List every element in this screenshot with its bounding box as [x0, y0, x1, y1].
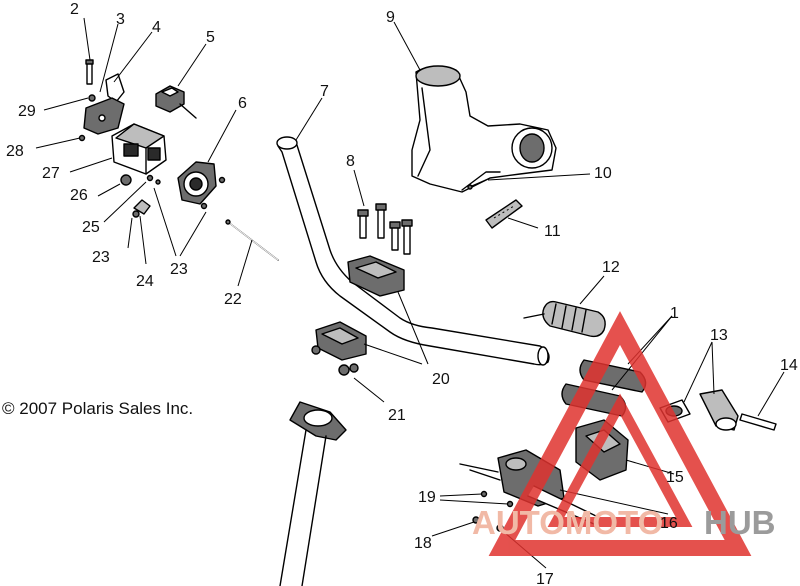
callout-7: 7 [320, 83, 329, 100]
part-21-nut-a [311, 345, 321, 355]
callout-1: 1 [670, 305, 679, 322]
callout-14: 14 [780, 357, 798, 374]
part-23-screw-c [218, 176, 226, 184]
callout-23a: 23 [92, 249, 110, 266]
part-23-screw-a [132, 210, 140, 218]
callout-13: 13 [710, 327, 728, 344]
part-10-screw [467, 179, 487, 190]
part-24-cap [133, 199, 151, 215]
callout-29: 29 [18, 103, 36, 120]
part-28-screw [78, 134, 86, 142]
callout-11: 11 [544, 223, 561, 240]
callout-21: 21 [388, 407, 406, 424]
callout-9: 9 [386, 9, 395, 26]
part-27-housing [111, 123, 167, 175]
part-8-bolts [357, 203, 413, 255]
callout-4: 4 [152, 19, 161, 36]
callout-2: 2 [70, 1, 79, 18]
part-18-screw [472, 516, 480, 524]
part-21-nut-b [338, 364, 350, 376]
callout-17: 17 [536, 571, 554, 586]
part-26-nut [120, 174, 132, 186]
callout-3: 3 [116, 11, 125, 28]
callout-24: 24 [136, 273, 154, 290]
part-23-screw-b [200, 202, 208, 210]
part-12-grip [523, 300, 606, 338]
callout-26: 26 [70, 187, 88, 204]
callout-18: 18 [414, 535, 432, 552]
part-25-screw [146, 174, 154, 182]
leader-lines [35, 17, 785, 569]
callout-16: 16 [660, 515, 678, 532]
callout-23b: 23 [170, 261, 188, 278]
steering-post [279, 401, 347, 586]
part-14-pin [739, 413, 777, 431]
part-11-strap [485, 199, 523, 229]
callout-6: 6 [238, 95, 247, 112]
part-22-cable [225, 219, 279, 261]
callout-28: 28 [6, 143, 24, 160]
watermark-text-automoto: AUTOMOTO [472, 504, 663, 541]
part-7-handlebar [276, 136, 550, 366]
part-5-switch [155, 85, 197, 119]
part-21-nut-c [349, 363, 359, 373]
callout-19: 19 [418, 489, 436, 506]
part-4-bracket [83, 73, 125, 135]
callout-5: 5 [206, 29, 215, 46]
callout-8: 8 [346, 153, 355, 170]
part-20-upper-clamp [347, 255, 405, 297]
part-25-screw-b [155, 179, 161, 185]
watermark-text-hub: HUB [704, 504, 776, 541]
part-2-screw [85, 59, 94, 85]
callout-12: 12 [602, 259, 620, 276]
callout-10: 10 [594, 165, 612, 182]
part-19-screw-a [480, 490, 488, 498]
callout-labels: 2 3 4 5 6 7 8 9 10 11 12 1 13 14 15 16 1… [6, 1, 798, 586]
callout-22: 22 [224, 291, 242, 308]
part-20-lower-clamp [315, 321, 367, 361]
callout-20: 20 [432, 371, 450, 388]
copyright-text: © 2007 Polaris Sales Inc. [2, 399, 193, 418]
part-6-housing [177, 161, 217, 205]
part-9-handlebar-pad [411, 65, 557, 193]
part-29-small-screw [88, 94, 96, 102]
watermark [488, 311, 752, 556]
part-17-screw [496, 524, 504, 532]
callout-27: 27 [42, 165, 60, 182]
callout-25: 25 [82, 219, 100, 236]
callout-15: 15 [666, 469, 684, 486]
